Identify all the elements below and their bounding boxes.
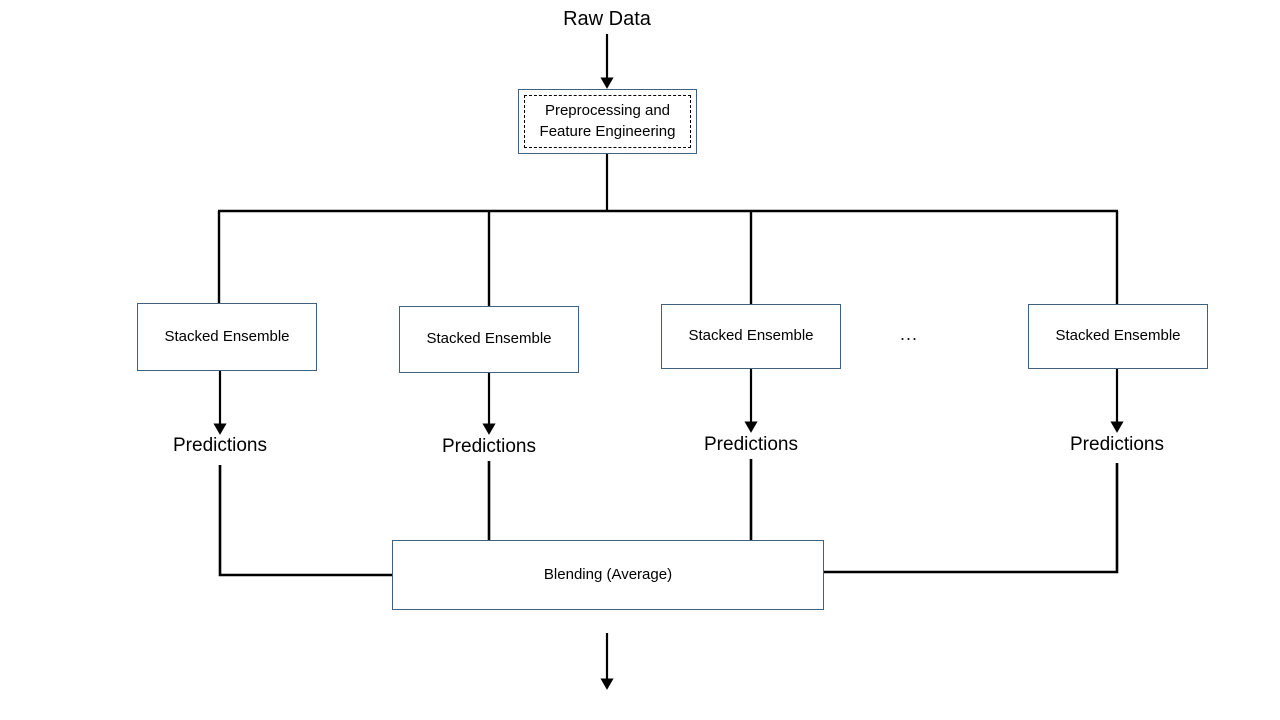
- preprocessing-inner-dashed-frame: Preprocessing and Feature Engineering: [524, 95, 691, 148]
- stacked-ensemble-label-1: Stacked Ensemble: [164, 327, 290, 345]
- stacked-ensemble-box-4[interactable]: Stacked Ensemble: [1028, 304, 1208, 369]
- stacked-ensemble-label-2: Stacked Ensemble: [426, 330, 552, 348]
- predictions-label-1: Predictions: [173, 435, 267, 456]
- raw-data-label: Raw Data: [563, 8, 651, 30]
- predictions-label-2: Predictions: [442, 436, 536, 457]
- blending-label: Blending (Average): [543, 566, 673, 583]
- ellipsis-label: ...: [899, 324, 918, 344]
- preprocessing-label-line1: Preprocessing and: [544, 102, 671, 120]
- predictions-label-3: Predictions: [704, 434, 798, 455]
- preprocessing-box[interactable]: Preprocessing and Feature Engineering: [518, 89, 697, 154]
- blending-box[interactable]: Blending (Average): [392, 540, 824, 610]
- stacked-ensemble-box-2[interactable]: Stacked Ensemble: [399, 306, 579, 373]
- line-predictions-1-to-blending: [218, 465, 392, 577]
- stacked-ensemble-label-4: Stacked Ensemble: [1055, 327, 1181, 345]
- predictions-label-4: Predictions: [1070, 434, 1164, 455]
- line-predictions-4-to-blending: [824, 463, 1119, 574]
- preprocessing-label-group: Preprocessing and Feature Engineering: [540, 101, 676, 142]
- stacked-ensemble-box-3[interactable]: Stacked Ensemble: [661, 304, 841, 369]
- stacked-ensemble-box-1[interactable]: Stacked Ensemble: [137, 303, 317, 371]
- preprocessing-label-line2: Feature Engineering: [539, 122, 676, 140]
- stacked-ensemble-label-3: Stacked Ensemble: [688, 327, 814, 345]
